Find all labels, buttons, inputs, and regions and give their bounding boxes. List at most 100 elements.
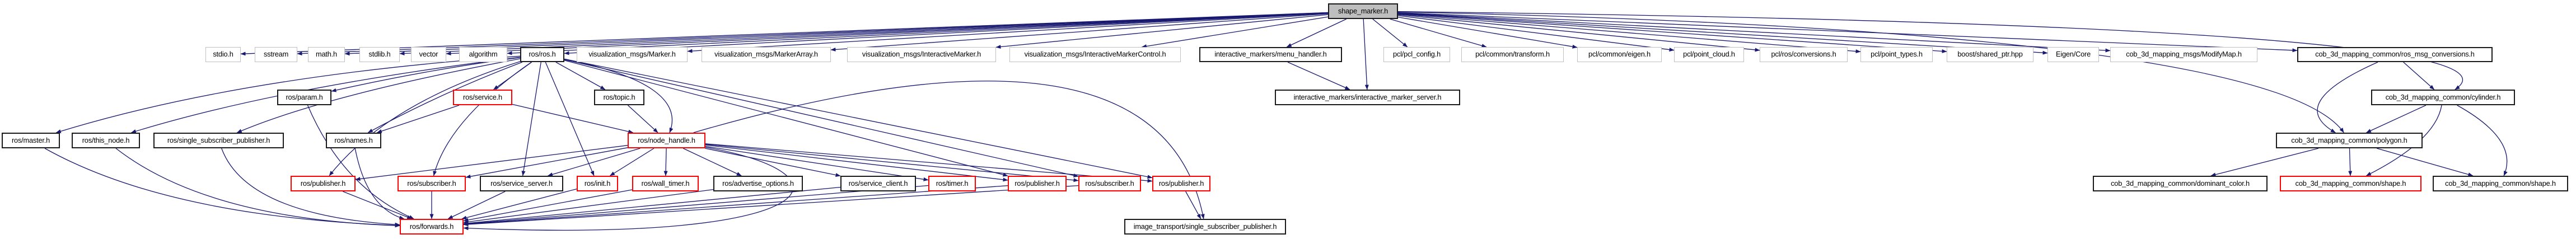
- edge-root-to-pclconfig: [1372, 18, 1408, 48]
- node-modifymap: cob_3d_mapping_msgs/ModifyMap.h: [2110, 47, 2257, 62]
- node-timer[interactable]: ros/timer.h: [928, 176, 976, 191]
- edge-rosros-to-publisherL: [329, 61, 521, 176]
- node-cylinder[interactable]: cob_3d_mapping_common/cylinder.h: [2371, 90, 2515, 105]
- node-eigencore: Eigen/Core: [2047, 47, 2099, 62]
- node-vector: vector: [411, 47, 446, 62]
- node-stdlib: stdlib.h: [359, 47, 400, 62]
- node-ssp[interactable]: ros/single_subscriber_publisher.h: [153, 133, 284, 148]
- node-vmarker: visualization_msgs/Marker.h: [577, 47, 688, 62]
- edge-nodehandle-to-subR: [705, 144, 1079, 182]
- edge-root-to-vmarker: [687, 13, 1329, 53]
- edge-ssp-to-forwards: [221, 148, 400, 227]
- node-imserver[interactable]: interactive_markers/interactive_marker_s…: [1275, 90, 1460, 105]
- edge-pubR1-to-forwards: [463, 185, 1008, 226]
- node-imagetransport[interactable]: image_transport/single_subscriber_publis…: [1124, 219, 1286, 235]
- edge-rosros-to-subR: [564, 59, 1079, 177]
- node-pclpointtypes: pcl/point_types.h: [1860, 47, 1933, 62]
- edge-pubR2-to-imagetransport: [1185, 191, 1201, 219]
- edge-root-to-algorithm: [507, 12, 1329, 55]
- node-nodehandle[interactable]: ros/node_handle.h: [628, 133, 705, 148]
- node-boostshared: boost/shared_ptr.hpp: [1947, 47, 2033, 62]
- edge-rosros-to-topic: [555, 62, 606, 90]
- node-rosros[interactable]: ros/ros.h: [520, 47, 564, 62]
- node-names[interactable]: ros/names.h: [326, 133, 381, 148]
- node-shapeR[interactable]: cob_3d_mapping_common/shape.h: [2280, 176, 2421, 191]
- edge-rosros-to-pubR2: [564, 58, 1153, 179]
- edge-root-to-stdlib: [399, 12, 1329, 56]
- edge-publisherL-to-forwards: [343, 191, 413, 219]
- edge-rosmsgconv-to-cylinder: [2403, 62, 2435, 90]
- node-pubR2[interactable]: ros/publisher.h: [1152, 176, 1210, 191]
- edge-polygon-to-dominantcolor: [2210, 148, 2319, 177]
- edge-root-to-eigencore: [1397, 13, 2048, 55]
- node-sstream: sstream: [255, 47, 297, 62]
- edge-root-to-pclpointtypes: [1397, 13, 1861, 54]
- edge-rosmsgconv-to-polygon: [2317, 62, 2378, 133]
- edge-nodehandle-to-timer: [705, 146, 929, 181]
- edge-param-to-forwards: [307, 105, 414, 219]
- edge-walltimer-to-forwards: [463, 189, 633, 222]
- edge-rosros-to-ssp: [236, 58, 521, 133]
- edge-topic-to-nodehandle: [627, 105, 658, 133]
- node-polygon[interactable]: cob_3d_mapping_common/polygon.h: [2276, 133, 2423, 148]
- node-menuhandler[interactable]: interactive_markers/menu_handler.h: [1199, 47, 1342, 62]
- edge-root-to-vimarkercontrol: [1141, 16, 1329, 49]
- edge-nodehandle-to-pubR2: [705, 143, 1153, 183]
- node-subR[interactable]: ros/subscriber.h: [1078, 176, 1141, 191]
- node-master[interactable]: ros/master.h: [2, 133, 60, 148]
- node-publisherL[interactable]: ros/publisher.h: [291, 176, 356, 191]
- node-shapeB[interactable]: cob_3d_mapping_common/shape.h: [2433, 176, 2568, 191]
- edge-serviceserver-to-forwards: [447, 191, 506, 219]
- node-pclpointcloud: pcl/point_cloud.h: [1674, 47, 1744, 62]
- node-param[interactable]: ros/param.h: [277, 90, 331, 105]
- node-forwards[interactable]: ros/forwards.h: [400, 219, 464, 235]
- edge-rosros-to-nodehandle: [564, 58, 674, 133]
- edge-polygon-to-shapeR: [2348, 148, 2353, 176]
- node-rosmsgconv[interactable]: cob_3d_mapping_common/ros_msg_conversion…: [2297, 47, 2493, 62]
- edge-nodehandle-to-forwards: [463, 147, 794, 231]
- edge-rosros-to-init: [545, 62, 595, 176]
- node-vimarker: visualization_msgs/InteractiveMarker.h: [847, 47, 996, 62]
- node-stdio: stdio.h: [205, 47, 241, 62]
- edge-cylinder-to-polygon: [2366, 105, 2427, 133]
- node-subscriberL[interactable]: ros/subscriber.h: [398, 176, 466, 191]
- node-init[interactable]: ros/init.h: [577, 176, 618, 191]
- edge-menuhandler-to-imserver: [1287, 62, 1350, 90]
- edge-root-to-imserver: [1363, 18, 1369, 90]
- edge-root-to-vimarker: [995, 14, 1329, 49]
- edge-cylinder-to-shapeB: [2457, 105, 2508, 176]
- edge-rosros-to-subscriberL: [433, 62, 532, 176]
- edge-serviceclient-to-forwards: [463, 186, 841, 226]
- node-vmarkerarray: visualization_msgs/MarkerArray.h: [702, 47, 831, 62]
- node-walltimer[interactable]: ros/wall_timer.h: [632, 176, 699, 191]
- edge-polygon-to-shapeB: [2376, 148, 2474, 177]
- node-pclconfig: pcl/pcl_config.h: [1383, 47, 1450, 62]
- edge-nodehandle-to-advoptions: [682, 148, 742, 176]
- node-dominantcolor[interactable]: cob_3d_mapping_common/dominant_color.h: [2093, 176, 2268, 191]
- edge-rosros-to-serviceserver: [521, 62, 541, 176]
- edge-root-to-menuhandler: [1286, 18, 1347, 48]
- edge-root-to-pclpointcloud: [1397, 15, 1675, 52]
- node-service[interactable]: ros/service.h: [453, 90, 512, 105]
- edge-service-to-nodehandle: [512, 104, 634, 134]
- node-advoptions[interactable]: ros/advertise_options.h: [713, 176, 803, 191]
- node-serviceserver[interactable]: ros/service_server.h: [480, 176, 563, 191]
- edge-root-to-boostshared: [1397, 13, 1947, 54]
- node-algorithm: algorithm: [459, 47, 507, 62]
- edge-nodehandle-to-serviceserver: [548, 148, 641, 176]
- node-pubR1[interactable]: ros/publisher.h: [1008, 176, 1067, 191]
- node-vimarkercontrol: visualization_msgs/InteractiveMarkerCont…: [1009, 47, 1181, 62]
- node-root: shape_marker.h: [1328, 3, 1398, 19]
- node-serviceclient[interactable]: ros/service_client.h: [840, 176, 916, 191]
- edge-root-to-stdio: [240, 12, 1329, 56]
- edge-timer-to-forwards: [463, 185, 929, 226]
- node-topic[interactable]: ros/topic.h: [594, 90, 644, 105]
- edge-rosros-to-master: [55, 55, 521, 133]
- node-thisnode[interactable]: ros/this_node.h: [72, 133, 140, 148]
- edge-nodehandle-to-serviceclient: [705, 148, 841, 177]
- edge-root-to-vector: [446, 12, 1329, 56]
- node-pcleigen: pcl/common/eigen.h: [1577, 47, 1662, 62]
- edge-root-to-rosmsgconv: [1397, 12, 2298, 53]
